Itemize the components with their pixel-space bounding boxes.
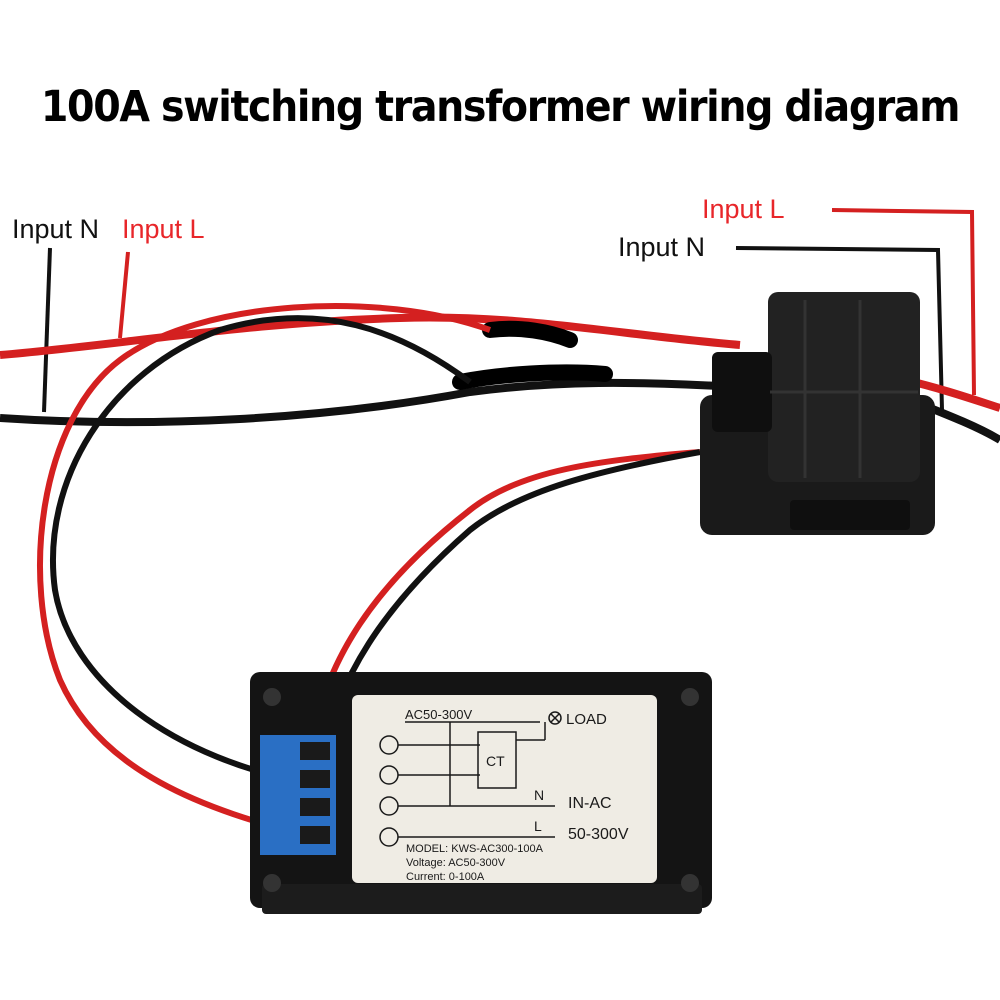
left-l-leader-line (118, 251, 130, 339)
current-transformer-clamp (700, 292, 935, 535)
left-input-l-label: Input L (122, 214, 205, 244)
black-splice-sleeve (452, 364, 613, 390)
plate-in-ac: IN-AC (568, 795, 612, 812)
right-input-n-label: Input N (618, 232, 706, 262)
left-n-leader-line (42, 247, 52, 413)
right-input-l-label: Input L (702, 194, 785, 224)
loop-red-wire (37, 303, 492, 841)
plate-n: N (534, 787, 544, 803)
plate-l: L (534, 818, 542, 834)
plate-voltage-range: AC50-300V (405, 707, 473, 722)
diagram-title: 100A switching transformer wiring diagra… (40, 82, 961, 132)
plate-current: Current: 0-100A (406, 871, 485, 883)
plate-range: 50-300V (568, 826, 629, 843)
main-black-wire (0, 378, 721, 427)
right-l-leader-line (831, 208, 976, 396)
plate-ct: CT (486, 753, 505, 769)
plate-voltage: Voltage: AC50-300V (406, 857, 506, 869)
plate-load: LOAD (566, 711, 607, 728)
main-red-wire (0, 313, 741, 359)
plate-model: MODEL: KWS-AC300-100A (406, 843, 544, 855)
left-input-n-label: Input N (12, 214, 100, 244)
right-n-leader-line (735, 246, 944, 411)
meter-module: AC50-300V LOAD CT N L IN-AC 50-300V MODE… (250, 672, 712, 914)
red-splice-sleeve (482, 320, 578, 348)
loop-black-wire (50, 315, 472, 788)
